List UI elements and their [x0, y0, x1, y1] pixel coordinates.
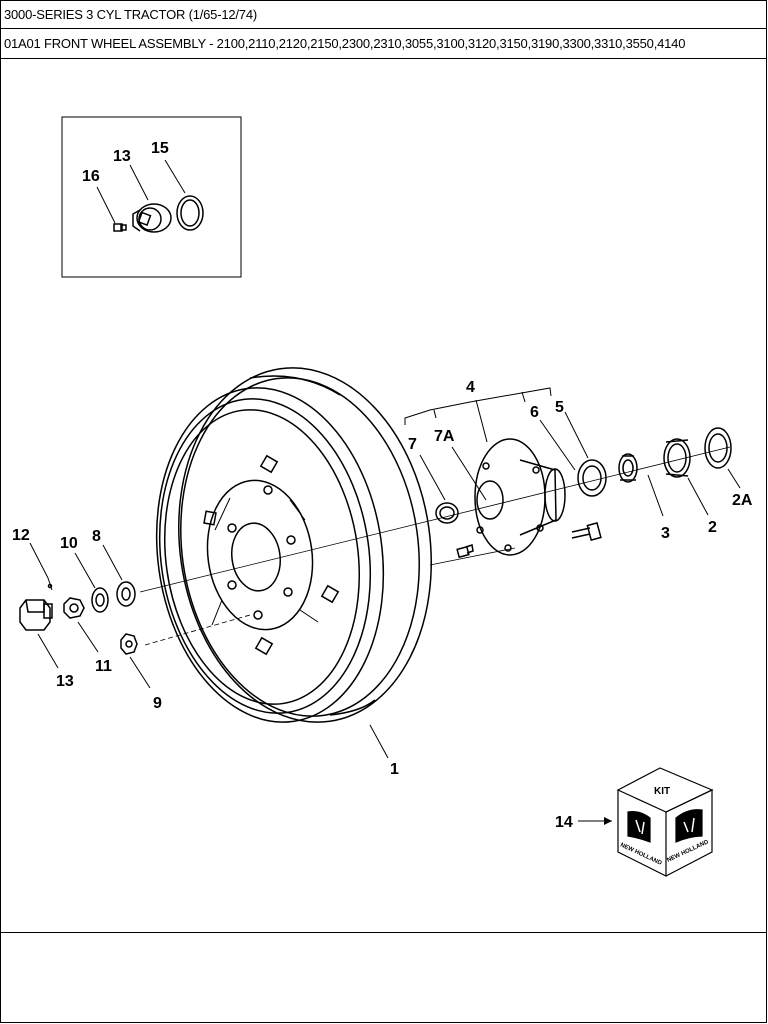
- callout-11: 11: [95, 658, 112, 675]
- washer-10: [91, 587, 109, 613]
- callout-9: 9: [153, 695, 162, 712]
- callout-1: 1: [390, 761, 399, 778]
- footer-area: [0, 932, 767, 1023]
- page-subtitle: 01A01 FRONT WHEEL ASSEMBLY - 2100,2110,2…: [4, 36, 686, 51]
- bearing-cup-5: [577, 459, 607, 497]
- callout-5: 5: [555, 399, 564, 416]
- nut-8: [116, 581, 136, 607]
- kit-box-icon: KIT NEW HOLLAND NEW HOLLAND: [616, 767, 714, 877]
- callout-13-inset: 13: [113, 148, 131, 165]
- inset-grease-fitting: [113, 223, 127, 232]
- callout-12: 12: [12, 527, 30, 544]
- callout-6: 6: [530, 404, 539, 421]
- bearing-cone-3: [618, 453, 638, 483]
- page-title: 3000-SERIES 3 CYL TRACTOR (1/65-12/74): [4, 7, 257, 22]
- callout-3: 3: [661, 525, 670, 542]
- callout-4: 4: [466, 379, 475, 396]
- wheel-rim: [155, 367, 432, 723]
- inset-detail: 13 15 16: [61, 116, 242, 278]
- hub-cap-13: [19, 599, 53, 631]
- kit-brand-right: NEW HOLLAND: [666, 839, 710, 864]
- bearing-cup-7: [435, 502, 459, 524]
- callout-8: 8: [92, 528, 101, 545]
- header-subtitle-row: 01A01 FRONT WHEEL ASSEMBLY - 2100,2110,2…: [0, 29, 767, 59]
- callout-13-main: 13: [56, 673, 74, 690]
- callout-7a: 7A: [434, 428, 455, 445]
- hub-assembly: [474, 438, 566, 556]
- callout-2a: 2A: [732, 492, 753, 509]
- callout-10: 10: [60, 535, 78, 552]
- wheel-bolt-6: [571, 522, 602, 541]
- callout-15: 15: [151, 140, 169, 157]
- callout-2: 2: [708, 519, 717, 536]
- inset-seal-ring: [176, 195, 204, 231]
- inset-hub-cap: [132, 203, 172, 233]
- callout-14: 14: [555, 814, 573, 831]
- callout-7: 7: [408, 436, 417, 453]
- kit-label: KIT: [654, 786, 670, 797]
- nut-9: [120, 633, 138, 655]
- callout-16: 16: [82, 168, 100, 185]
- nut-11: [63, 597, 85, 619]
- grease-fitting-7a: [456, 544, 474, 559]
- header-title-row: 3000-SERIES 3 CYL TRACTOR (1/65-12/74): [0, 0, 767, 29]
- inset-frame: [61, 116, 242, 278]
